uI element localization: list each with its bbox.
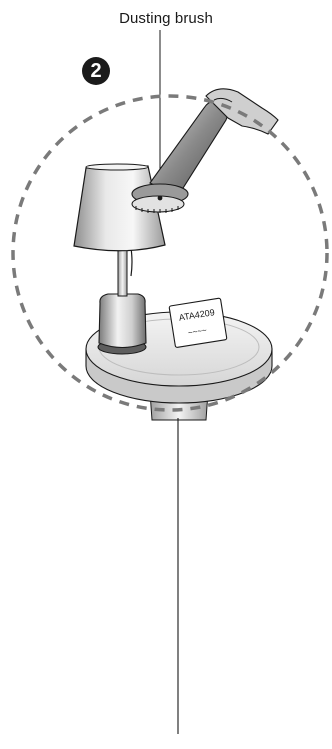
lamp-shade-top xyxy=(86,164,148,170)
dusting-brush-icon xyxy=(132,184,188,213)
brush-leader-dot xyxy=(158,196,163,201)
lamp-stem xyxy=(118,248,127,296)
step-number-badge: 2 xyxy=(82,57,110,85)
lamp-cord xyxy=(131,248,132,276)
card-body xyxy=(169,298,227,348)
product-card: ATA4209 ~~~~ xyxy=(169,298,227,348)
lamp-base xyxy=(99,294,146,348)
vacuum-wand xyxy=(150,102,227,196)
callout-label: Dusting brush xyxy=(96,10,236,27)
